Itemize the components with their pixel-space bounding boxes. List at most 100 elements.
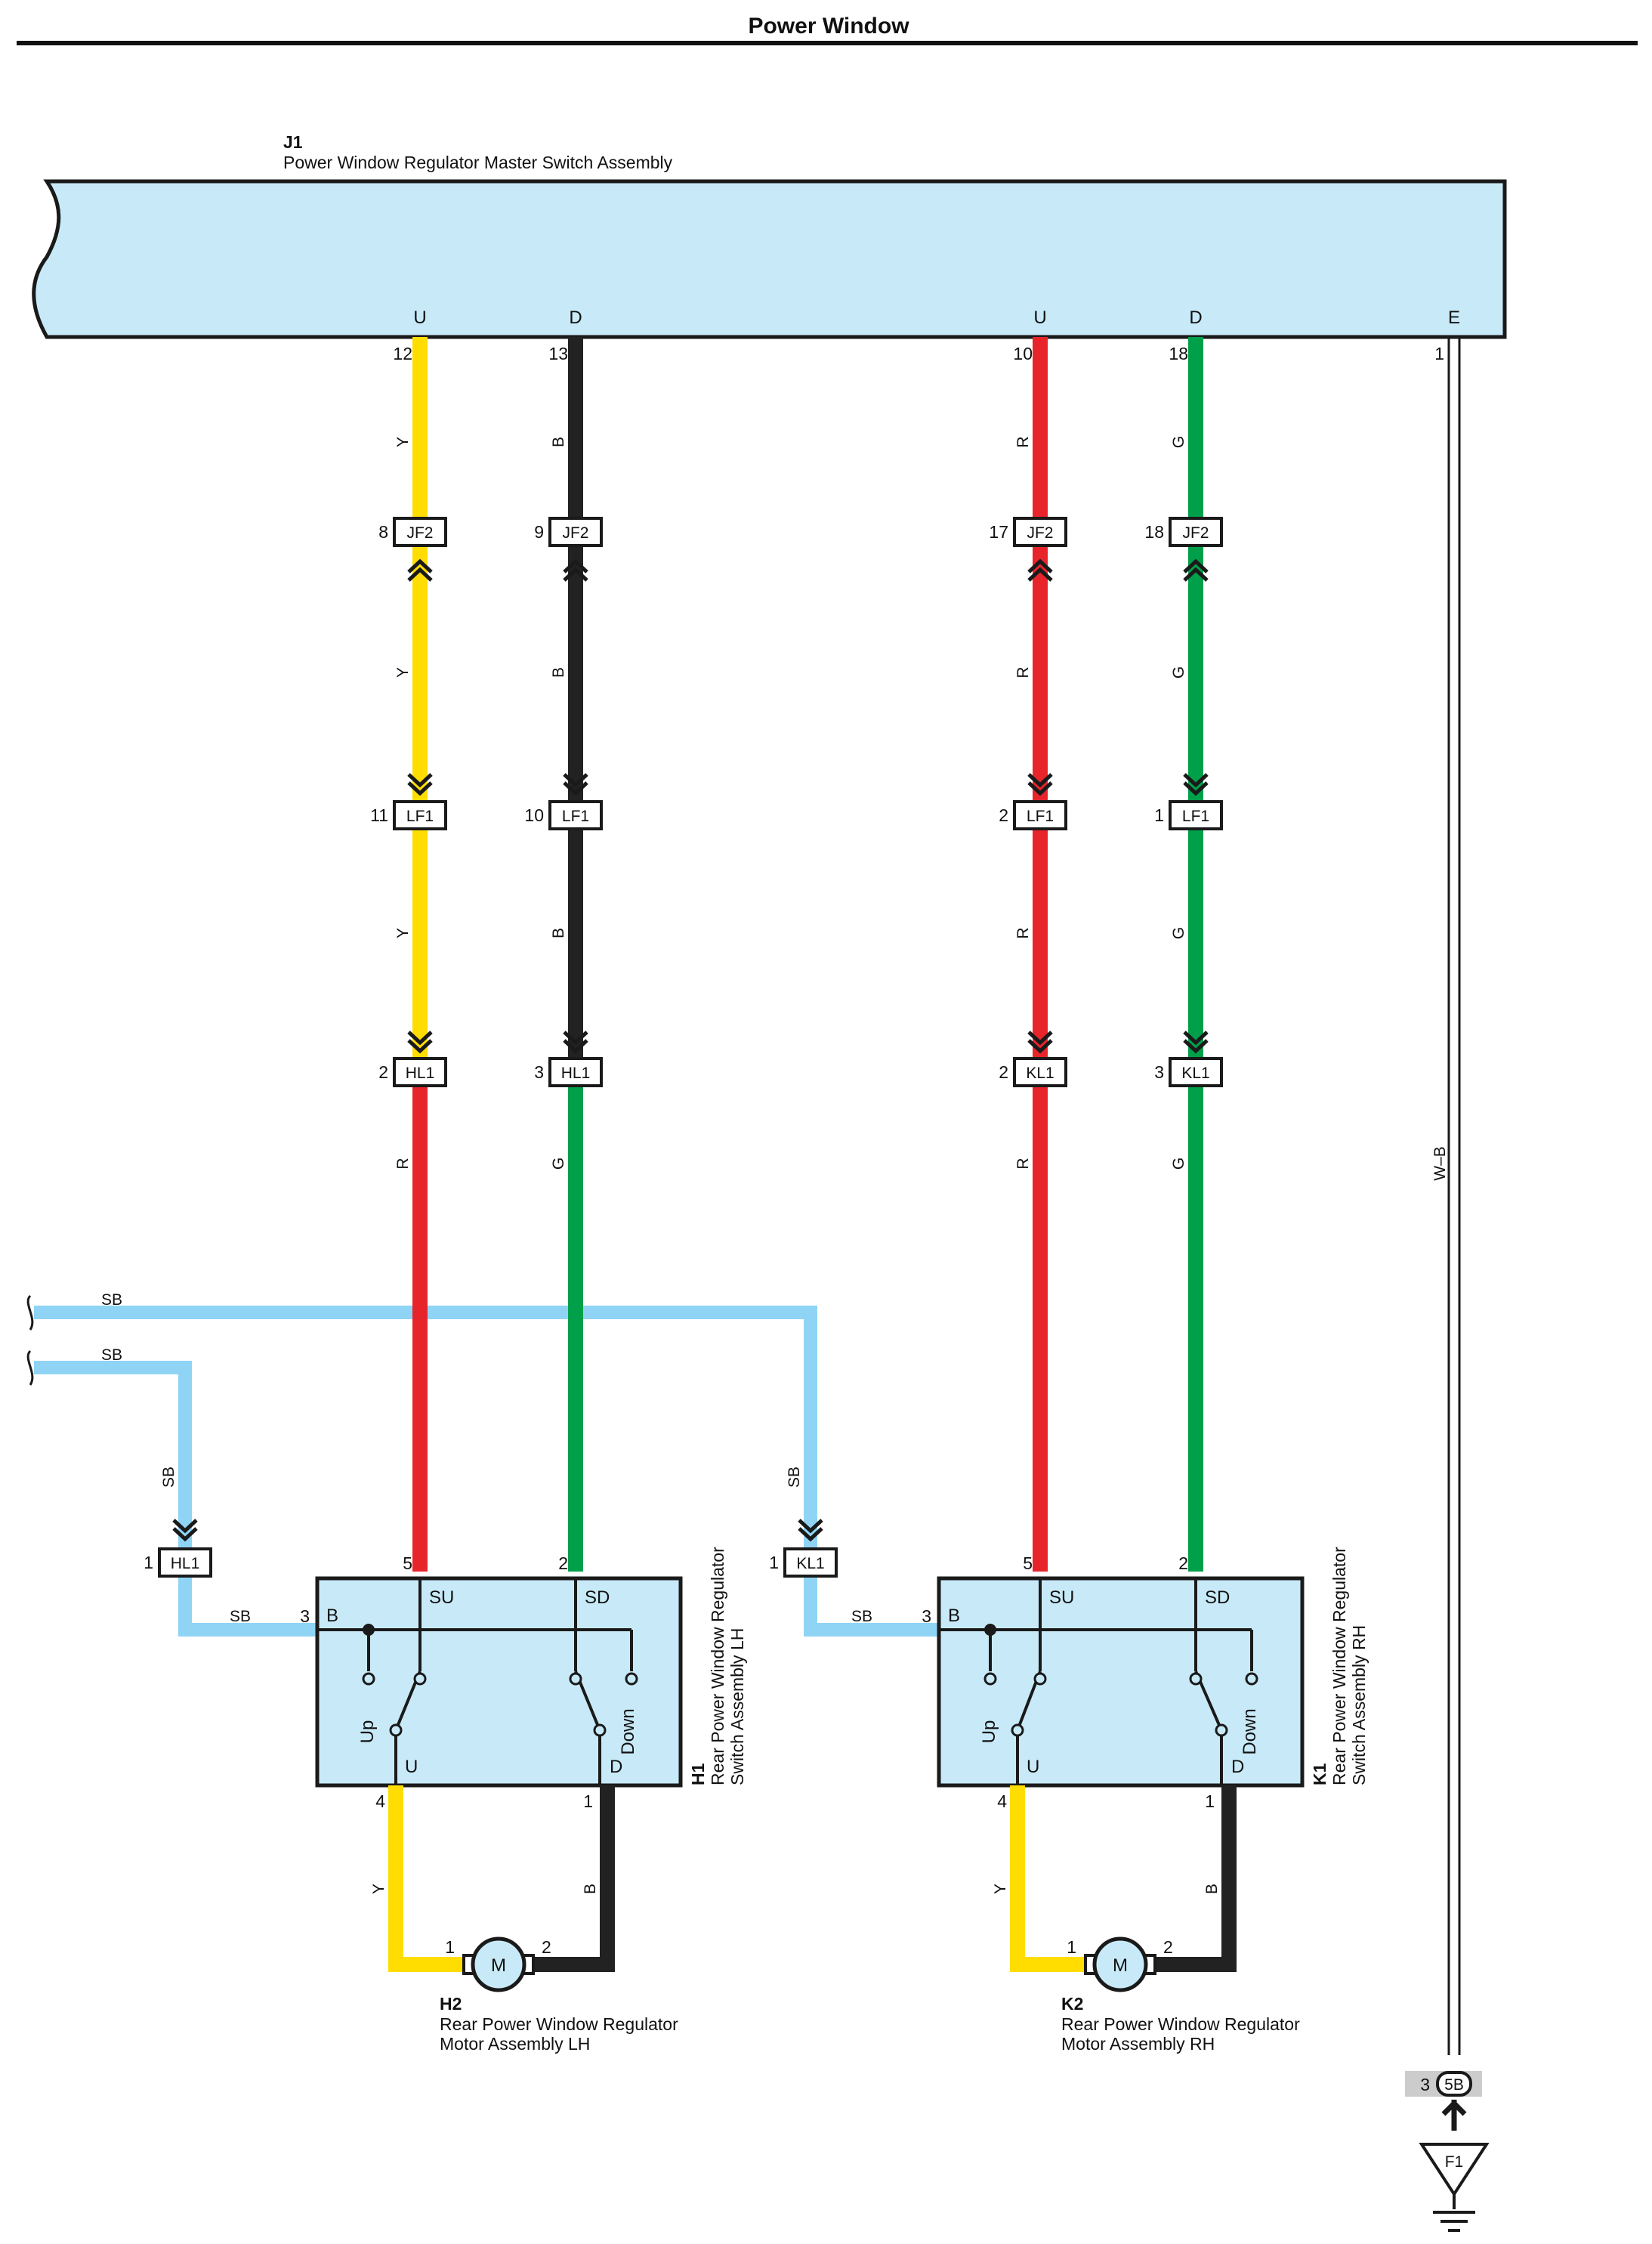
connector-label: KL1: [1026, 1065, 1054, 1082]
k1-terminal-u: U: [1027, 1757, 1039, 1777]
pin-number: 1: [445, 1937, 455, 1957]
h1-junction-dot: [363, 1624, 375, 1636]
connector-label: JF2: [1182, 524, 1209, 542]
k1-label-down: Down: [1240, 1708, 1260, 1754]
chevron-down-icon: [1183, 1031, 1209, 1054]
pin-number: 2: [999, 1062, 1008, 1082]
j1-terminal-e: E: [1448, 308, 1460, 328]
pin-number: 4: [997, 1791, 1007, 1811]
pin-number: 13: [548, 344, 568, 363]
wire-label: SB: [230, 1608, 251, 1625]
k1-contact: [1215, 1723, 1228, 1737]
wire-label: B: [1203, 1884, 1221, 1894]
k2-name-line2: Motor Assembly RH: [1061, 2034, 1215, 2054]
connector-row-hl1-kl1: HL1 2 HL1 3 KL1 2 KL1 3: [378, 1057, 1223, 1087]
wire-label: SB: [101, 1291, 122, 1309]
wire-label: SB: [160, 1467, 178, 1488]
ground-arrow-icon: [1441, 2100, 1467, 2131]
pin-number: 1: [1205, 1791, 1215, 1811]
chevron-down-icon: [407, 1031, 433, 1054]
wire-label: Y: [992, 1884, 1009, 1894]
h1-name-line2: Switch Assembly LH: [727, 1628, 747, 1785]
chevron-down-icon: [1027, 773, 1053, 796]
break-mark-upper: [26, 1294, 34, 1331]
h1-label-up: Up: [357, 1720, 378, 1744]
h1-terminal-b: B: [326, 1606, 338, 1626]
wire-b-h2: [529, 1785, 615, 1972]
h1-contact: [593, 1723, 607, 1737]
pin-number: 2: [1163, 1937, 1173, 1957]
chevron-up-icon: [407, 558, 433, 582]
k2-code: K2: [1061, 1994, 1083, 2014]
pin-number: 10: [524, 805, 544, 825]
j1-terminal-d2: D: [1189, 308, 1202, 328]
connector-label: HL1: [406, 1065, 435, 1082]
k1-switch-assembly: 5 2 3 4 1 B SU SD U D Up Down K1 Rear Po: [922, 1547, 1369, 1811]
h1-contact: [569, 1672, 582, 1686]
h1-terminal-u: U: [405, 1757, 418, 1777]
wire-label: Y: [394, 928, 412, 938]
connector-label: JF2: [562, 524, 588, 542]
connector-box: [1169, 800, 1223, 830]
k1-junction-dot: [984, 1624, 996, 1636]
ground-connector-label: 5B: [1444, 2076, 1464, 2094]
wire-label: G: [1170, 927, 1187, 939]
connector-label: JF2: [1027, 524, 1053, 542]
pin-number: 3: [1154, 1062, 1164, 1082]
pin-number: 3: [1420, 2075, 1430, 2094]
k2-name-line1: Rear Power Window Regulator: [1061, 2014, 1300, 2034]
wire-label: SB: [786, 1467, 803, 1488]
k1-contact: [1189, 1672, 1203, 1686]
wire-label: R: [1014, 666, 1032, 678]
h2-motor: M 1 2: [445, 1936, 551, 1992]
ground-triangle-icon: [1419, 2143, 1490, 2197]
connector-box: [548, 1057, 603, 1087]
pin-number: 1: [769, 1553, 779, 1572]
pin-number: 3: [534, 1062, 544, 1082]
connector-box: [393, 800, 447, 830]
motor-icon: [471, 1936, 526, 1992]
chevrons: [172, 558, 1209, 1542]
h1-contact: [389, 1723, 403, 1737]
pin-number: 5: [403, 1553, 412, 1573]
k1-terminal-su: SU: [1049, 1587, 1074, 1608]
break-mark-lower: [26, 1349, 34, 1386]
h1-code: H1: [688, 1763, 708, 1785]
wire-labels: Y Y Y R B B B G R R R R G G G G W–B SB S…: [101, 436, 1449, 1625]
k1-contact: [1245, 1672, 1258, 1686]
pin-number: 18: [1144, 522, 1164, 542]
wire-label: B: [550, 928, 567, 938]
pin-number: 1: [1154, 805, 1164, 825]
pin-number: 1: [144, 1553, 153, 1572]
wire-label: SB: [101, 1346, 122, 1364]
k1-label-up: Up: [979, 1720, 999, 1744]
pin-number: 12: [393, 344, 412, 363]
h1-contact: [413, 1672, 427, 1686]
wire-label: Y: [394, 437, 412, 447]
pin-number: 3: [922, 1606, 931, 1626]
h2-code: H2: [440, 1994, 462, 2014]
pin-number: 17: [989, 522, 1008, 542]
pin-number: 2: [558, 1553, 568, 1573]
k1-terminal-sd: SD: [1205, 1587, 1230, 1608]
connector-box: [1169, 517, 1223, 547]
chevron-up-icon: [1027, 558, 1053, 582]
k1-terminal-d: D: [1231, 1757, 1244, 1777]
h1-contact: [362, 1672, 375, 1686]
k2-motor: M 1 2: [1067, 1936, 1173, 1992]
chevron-down-icon: [1027, 1031, 1053, 1054]
chevron-down-icon: [798, 1519, 823, 1542]
wire-label: SB: [851, 1608, 872, 1625]
connector-label: HL1: [171, 1555, 200, 1572]
wire-sb-to-h1: [178, 1576, 317, 1637]
connector-label: KL1: [1181, 1065, 1209, 1082]
chevron-up-icon: [1183, 558, 1209, 582]
h1-name-line1: Rear Power Window Regulator: [708, 1547, 727, 1785]
wire-y-k2: [1010, 1785, 1090, 1972]
h2-name-line2: Motor Assembly LH: [440, 2034, 590, 2054]
pin-number: 2: [999, 805, 1008, 825]
connector-box: [393, 1057, 447, 1087]
wire-label: B: [550, 437, 567, 447]
wire-b-k2: [1150, 1785, 1237, 1972]
